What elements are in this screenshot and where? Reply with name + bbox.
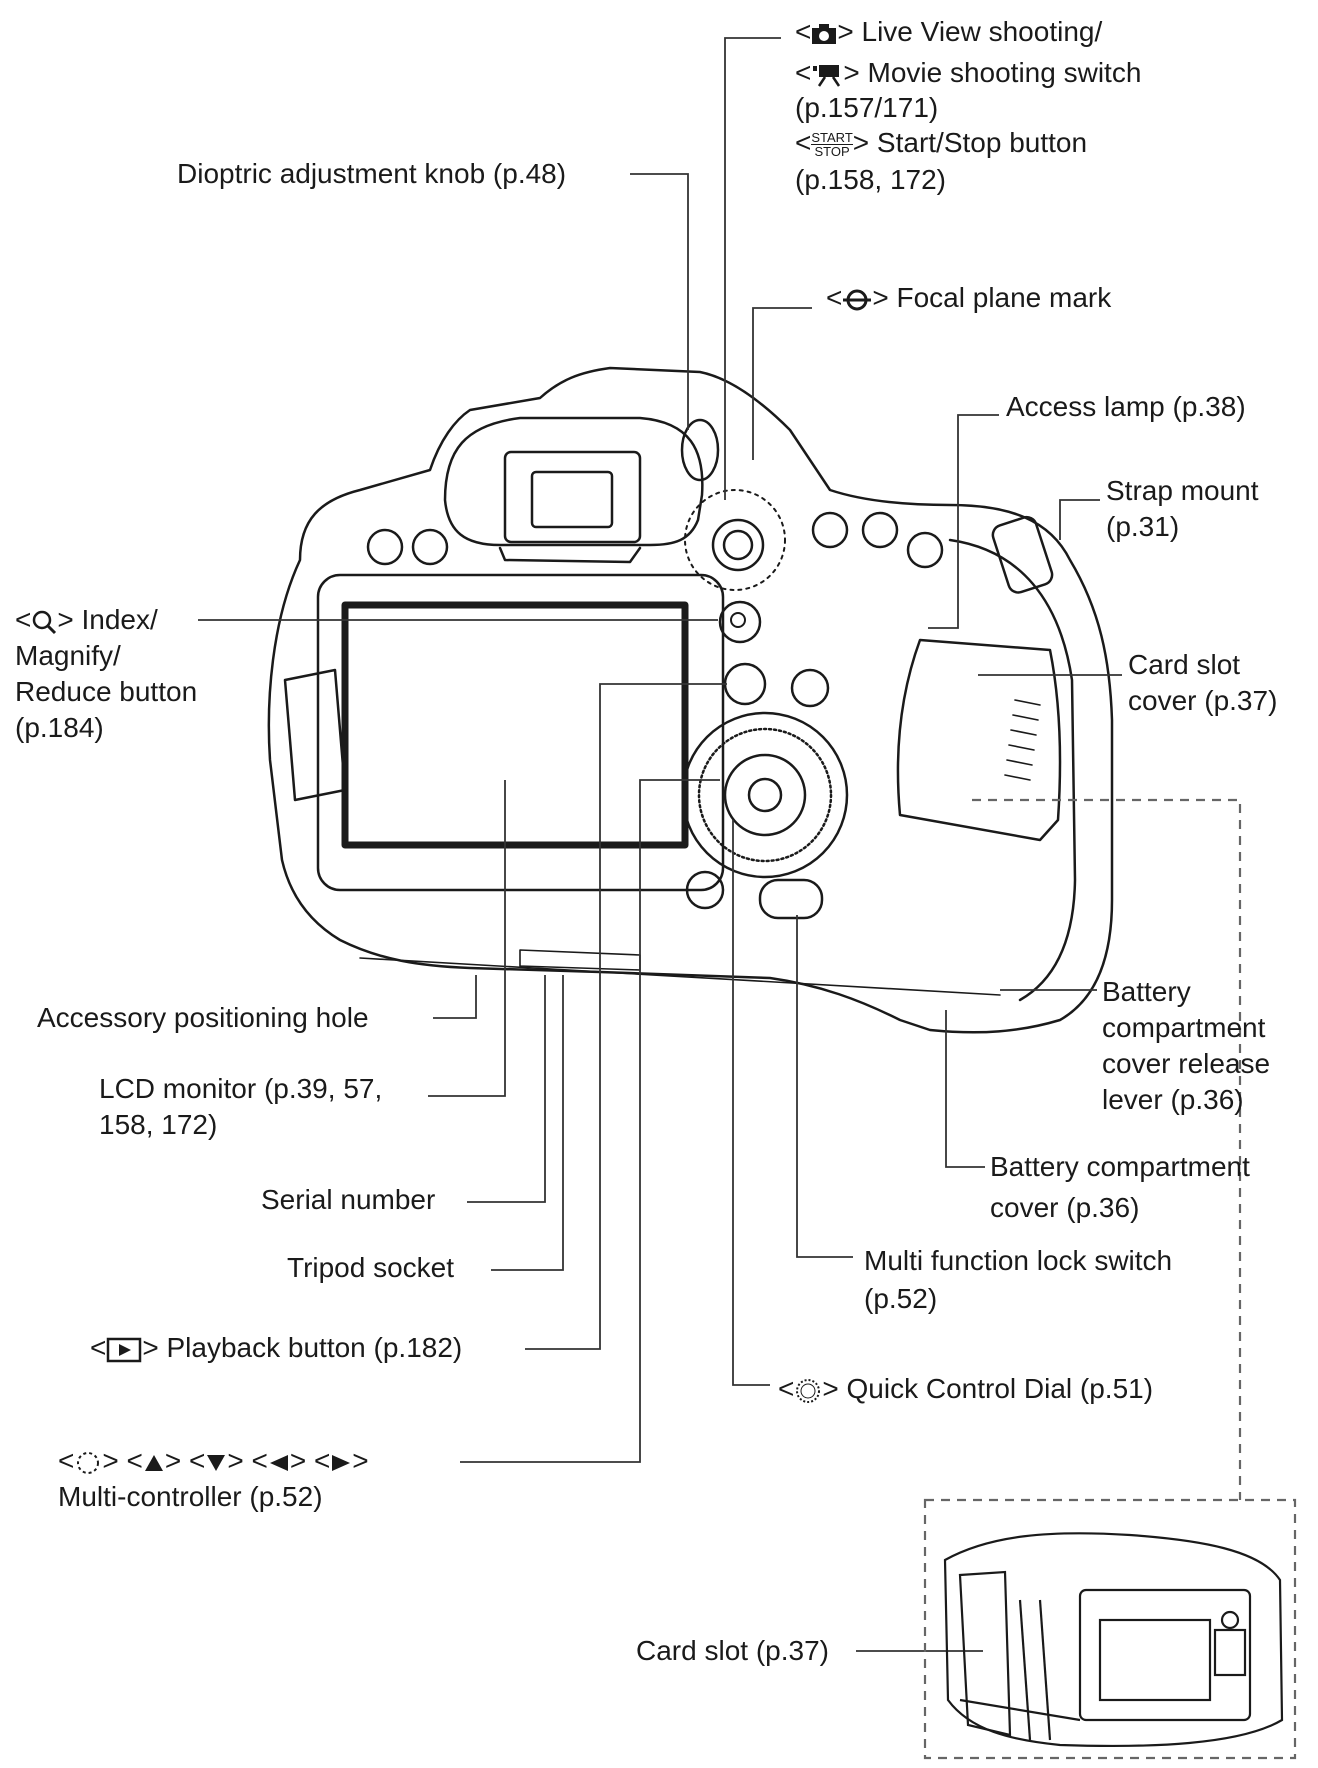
leader-accessory-hole [433,975,477,1019]
focal-plane-icon [843,289,872,311]
label-battery-lever-3: cover release [1102,1048,1271,1079]
start-stop-icon-bottom: STOP [814,144,850,160]
label-multi-controller: Multi-controller (p.52) [58,1481,323,1512]
leader-serial-number [467,975,546,1203]
label-card-slot: Card slot (p.37) [636,1635,829,1666]
camera-icon [812,23,837,44]
label-multi-lock-2: (p.52) [864,1283,938,1314]
label-battery-cover-2: cover (p.36) [990,1192,1140,1223]
leader-access-lamp [928,414,999,629]
label-playback-button: <> Playback button (p.182) [90,1332,463,1363]
label-strap-mount-2: (p.31) [1106,511,1180,542]
index-line-1: Index/ [81,604,158,635]
camera-body-outline [267,366,1114,1034]
label-battery-lever-2: compartment [1102,1012,1266,1043]
card-slot-inset-frame [923,1498,1297,1760]
arrow-left-icon [269,1454,288,1471]
leader-strap-mount [1059,499,1100,540]
start-stop-page-ref: (p.158, 172) [795,164,946,195]
label-battery-lever-4: lever (p.36) [1102,1084,1244,1115]
label-strap-mount-1: Strap mount [1106,475,1259,506]
label-tripod-socket: Tripod socket [287,1252,455,1283]
leader-lcd [428,780,506,1097]
magnify-icon [33,610,57,634]
label-card-slot-cover-1: Card slot [1128,649,1241,680]
live-view-line-2: Movie shooting switch [867,57,1142,88]
live-view-page-ref: (p.157/171) [795,92,939,123]
movie-camera-icon [813,64,841,87]
label-accessory-hole: Accessory positioning hole [37,1002,369,1033]
leader-focal-plane [752,307,812,460]
label-multi-lock-1: Multi function lock switch [864,1245,1173,1276]
leader-quick-dial [732,820,770,1386]
start-stop-line-1: Start/Stop button [876,127,1088,158]
leader-playback [525,683,727,1350]
start-stop-icon-top: START [811,130,853,146]
playback-icon [107,1337,142,1362]
index-line-3: Reduce button [15,676,198,707]
index-line-4: (p.184) [15,712,104,743]
lcd-monitor-screen [341,601,689,849]
quick-control-dial [681,711,849,879]
label-lcd-monitor-2: 158, 172) [99,1109,218,1140]
leader-battery-cover [945,1010,985,1168]
label-serial-number: Serial number [261,1184,436,1215]
label-quick-control-dial: <> Quick Control Dial (p.51) [778,1373,1154,1404]
live-view-line-1: Live View shooting/ [861,16,1103,47]
label-access-lamp: Access lamp (p.38) [1006,391,1246,422]
label-dioptric-knob: Dioptric adjustment knob (p.48) [177,158,567,189]
label-battery-cover-1: Battery compartment [990,1151,1250,1182]
quick-control-dial-icon [796,1378,821,1403]
arrow-right-icon [332,1454,351,1471]
focal-plane-text: Focal plane mark [896,282,1112,313]
label-focal-plane-mark: <> Focal plane mark [826,282,1112,313]
leader-multi-lock [796,915,853,1258]
leader-live-view [724,37,781,500]
label-card-slot-cover-2: cover (p.37) [1128,685,1278,716]
leader-tripod-socket [491,975,564,1271]
label-multi-controller-icons: <> <> <> <> <> [58,1445,369,1476]
label-lcd-monitor-1: LCD monitor (p.39, 57, [99,1073,383,1104]
leader-dioptric [630,173,689,430]
card-slot-cover-panel [896,638,1062,842]
label-live-view-shooting: <> Live View shooting/ [795,16,1103,47]
label-battery-lever-1: Battery [1102,976,1191,1007]
arrow-down-icon [207,1454,226,1471]
label-movie-shooting-switch: <> Movie shooting switch [795,57,1142,88]
arrow-up-icon [144,1454,163,1471]
quick-dial-text: Quick Control Dial (p.51) [846,1373,1154,1404]
lcd-monitor-frame [316,573,725,892]
multi-controller-icon [77,1451,100,1474]
playback-text: Playback button (p.182) [166,1332,463,1363]
index-line-2: Magnify/ [15,640,121,671]
leader-multi-controller [460,779,720,1463]
label-index-button: <> Index/ [15,604,158,635]
